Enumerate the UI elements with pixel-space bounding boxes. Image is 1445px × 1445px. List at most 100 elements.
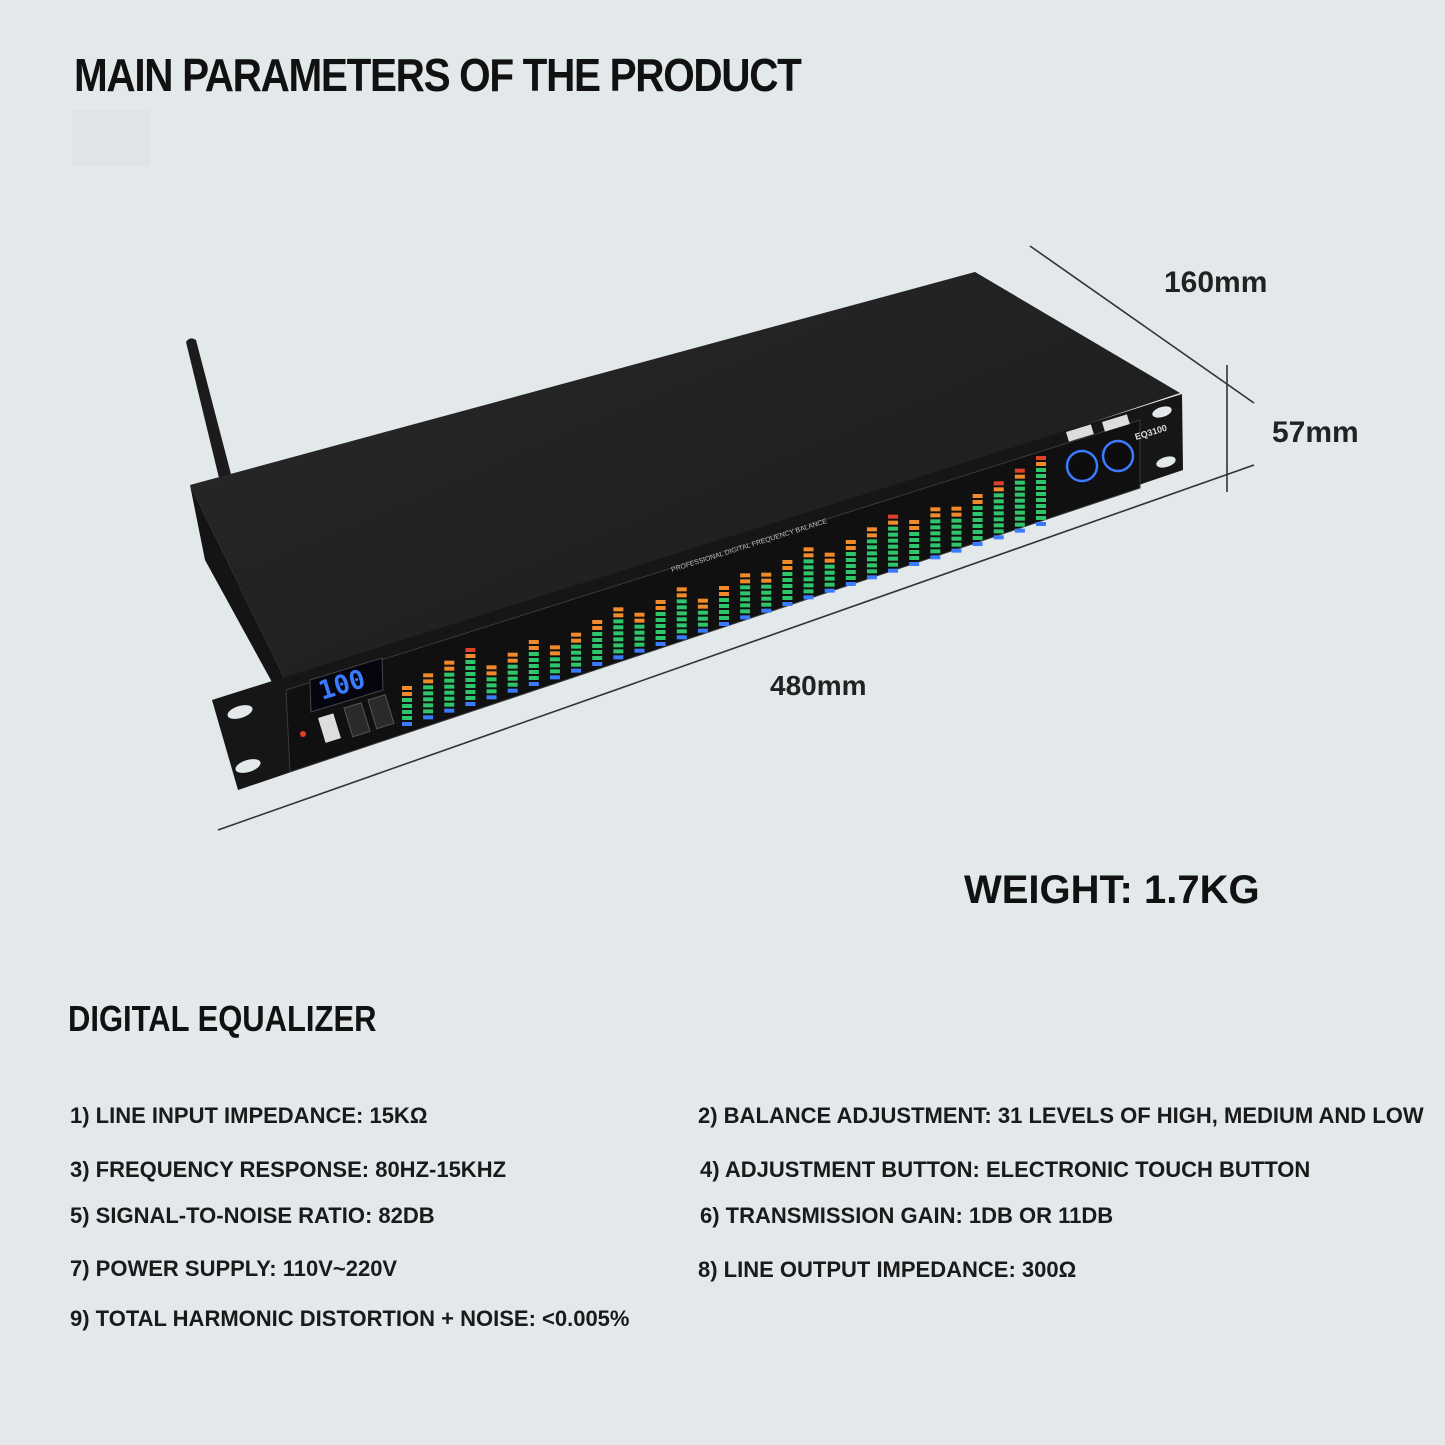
led-segment [761,578,772,583]
led-segment [486,671,497,676]
led-segment [951,512,962,517]
led-segment [845,558,856,562]
led-segment [697,622,708,627]
control-button [367,694,395,730]
led-segment [486,683,497,688]
led-segment [782,566,793,570]
led-segment [951,548,962,553]
section-title: DIGITAL EQUALIZER [68,998,377,1039]
led-segment [549,645,560,650]
led-segment [951,506,962,511]
led-segment [782,590,793,594]
depth-label: 160mm [1164,266,1268,299]
led-segment [719,610,729,614]
led-segment [1036,498,1046,502]
led-segment [719,616,729,620]
led-segment [888,550,899,555]
led-segment [549,669,560,674]
led-segment [571,644,582,649]
led-segment [697,628,708,633]
led-segment [613,613,624,618]
led-segment [592,626,603,630]
led-segment [909,526,920,530]
led-segment [761,584,772,589]
led-segment [634,648,645,653]
led-segment [740,597,751,602]
led-segment [993,505,1004,510]
power-led [300,731,306,737]
led-segment [634,630,645,635]
led-segment [676,635,687,640]
led-segment [697,598,708,603]
led-segment [571,662,582,667]
led-segment [993,535,1004,540]
led-segment [993,517,1004,522]
led-segment [740,585,751,590]
led-segment [888,520,899,525]
led-segment [993,511,1004,516]
led-segment [951,530,962,535]
led-segment [719,592,729,596]
led-segment [888,568,899,573]
led-segment [465,696,476,700]
background-patch [72,110,150,166]
led-segment [697,616,708,621]
led-segment [423,715,434,720]
led-segment [655,618,666,622]
led-segment [655,636,666,640]
led-segment [782,584,793,588]
led-segment [465,702,476,706]
led-segment [613,619,624,624]
led-segment [549,663,560,668]
led-segment [507,652,518,657]
led-segment [719,598,729,602]
led-segment [465,690,476,694]
led-segment [824,558,835,563]
led-segment [888,544,899,549]
led-segment [507,682,518,687]
led-segment [592,620,603,624]
led-segment [423,709,434,714]
led-segment [1014,480,1025,485]
led-segment [486,665,497,670]
led-segment [1036,522,1046,526]
led-segment [866,545,877,550]
led-segment [592,650,603,654]
led-segment [930,513,941,518]
led-segment [592,638,603,642]
led-segment [993,499,1004,504]
led-segment [676,611,687,616]
spec-item: 9) TOTAL HARMONIC DISTORTION + NOISE: <0… [70,1306,630,1331]
led-segment [592,644,603,648]
led-segment [803,559,814,564]
led-segment [465,672,476,676]
led-segment [845,546,856,550]
led-segment [824,576,835,581]
led-segment [761,608,772,613]
led-segment [866,527,877,532]
led-segment [613,637,624,642]
led-segment [824,570,835,575]
dimension-lines [217,245,1255,831]
led-segment [803,571,814,576]
led-segment [655,600,666,604]
led-segment [465,654,476,658]
led-segment [930,525,941,530]
led-segment [1014,528,1025,533]
led-segment [782,560,793,564]
led-segment [571,638,582,643]
led-segment [444,702,455,707]
led-segment [423,679,434,684]
led-segment [423,673,434,678]
led-segment [1014,504,1025,509]
led-segment [507,664,518,669]
led-segment [676,623,687,628]
led-segment [634,612,645,617]
led-segment [634,642,645,647]
led-segment [888,562,899,567]
led-segment [761,590,772,595]
rack-hole-right-bottom [1156,456,1176,468]
led-segment [528,652,539,656]
rack-hole-left-top [227,705,253,719]
led-segment [866,557,877,562]
